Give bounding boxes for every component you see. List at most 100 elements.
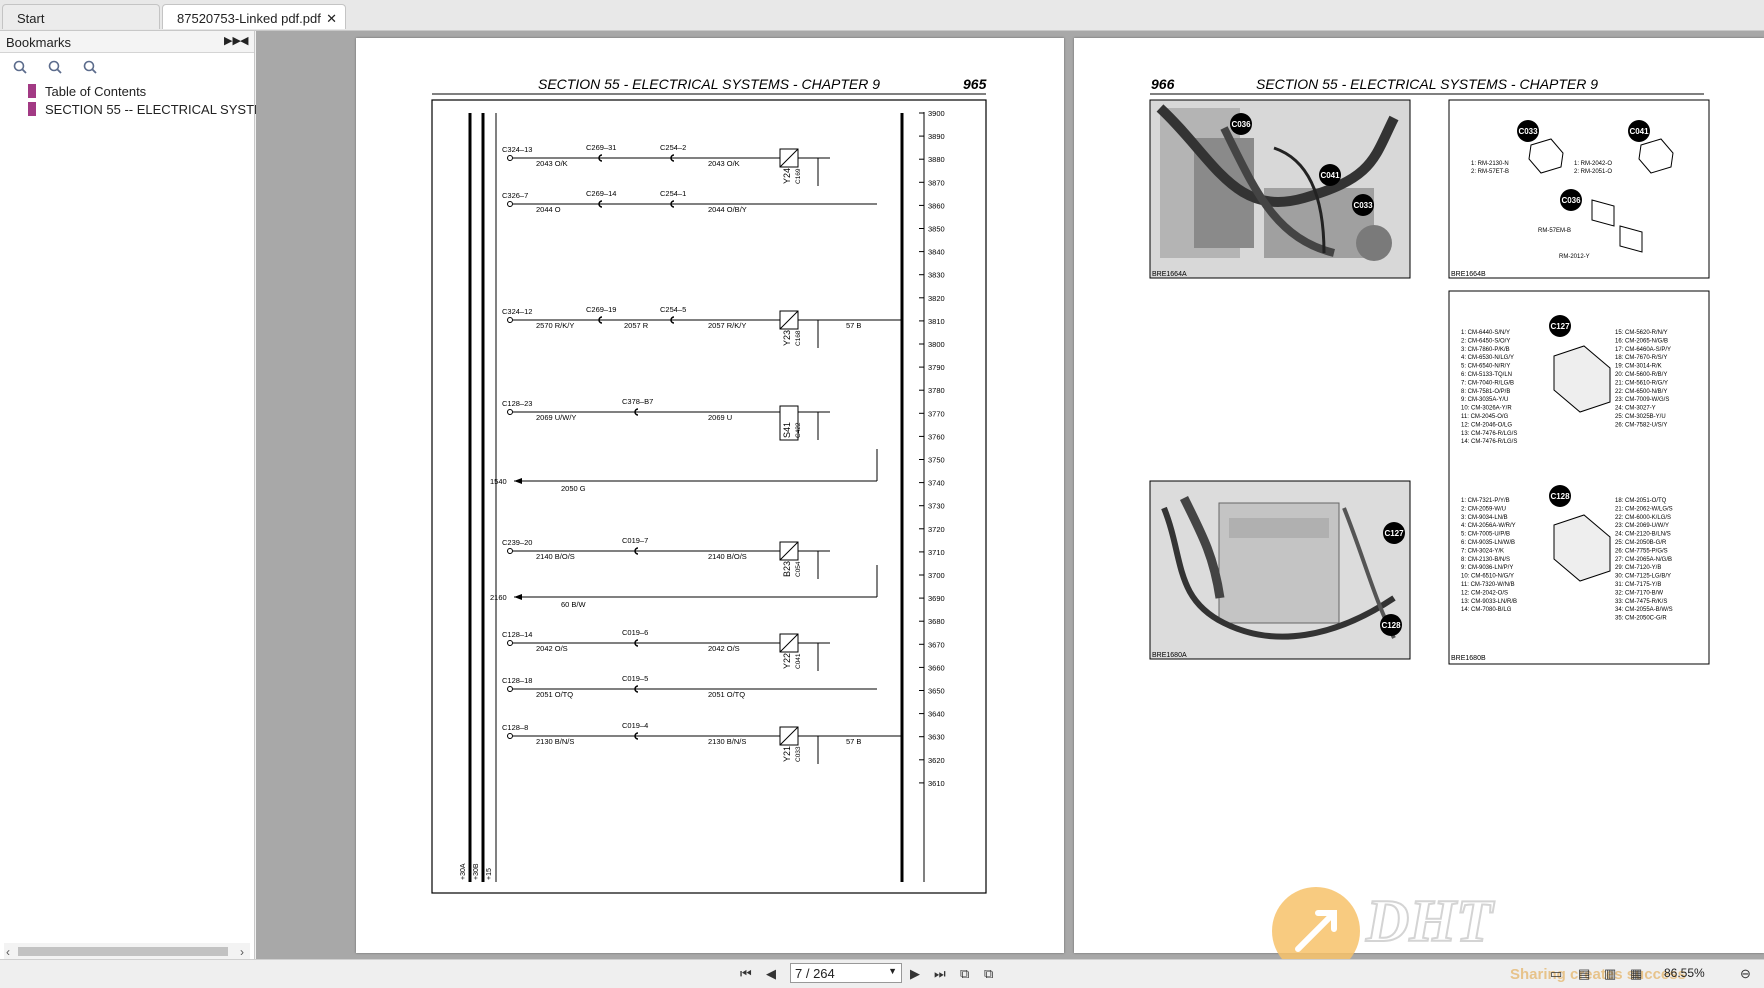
two-page-continuous-icon[interactable]: ▦ [1630, 966, 1643, 981]
first-page-icon[interactable]: ⏮ [740, 966, 752, 981]
connector-id: C254–5 [660, 305, 686, 314]
tab-label: 87520753-Linked pdf.pdf [177, 11, 321, 26]
pin-line: 1: RM-2042-O [1574, 161, 1612, 167]
device-connector: C041 [795, 653, 802, 669]
bookmark-find-icon[interactable] [48, 60, 62, 74]
bus-label: +30A [460, 863, 467, 880]
single-page-view-icon[interactable]: ▭ [1550, 966, 1563, 981]
callout-c036: C036 [1231, 120, 1251, 129]
terminal-icon [507, 201, 513, 207]
wire-label: 60 B/W [561, 600, 587, 609]
scale-label: 3810 [928, 317, 945, 326]
terminal-icon [507, 640, 513, 646]
collapse-panel-icon[interactable]: ◀ [240, 35, 249, 47]
pin-line: 5: CM-6540-N/R/Y [1461, 364, 1510, 370]
callout-c128: C128 [1381, 621, 1401, 630]
wire-source: C324–12 [502, 307, 532, 316]
pin-line: 6: CM-9035-LN/W/B [1461, 540, 1515, 546]
connector-id: C269–14 [586, 189, 616, 198]
scale-label: 3640 [928, 710, 945, 719]
connector-icon [634, 639, 639, 647]
connector-icon [598, 200, 603, 208]
pin-line: 26: CM-7582-U/S/Y [1615, 422, 1667, 428]
zoom-level[interactable]: 86.55% [1664, 966, 1705, 980]
continuous-view-icon[interactable]: ▤ [1578, 966, 1591, 981]
scale-label: 3860 [928, 201, 945, 210]
expand-panel-icon[interactable]: ▶▶ [224, 35, 241, 47]
pin-line: 33: CM-7475-R/K/S [1615, 599, 1667, 605]
close-icon[interactable]: ✕ [326, 11, 337, 26]
wire-label: 2051 O/TQ [536, 690, 573, 699]
document-viewer[interactable]: SECTION 55 - ELECTRICAL SYSTEMS - CHAPTE… [256, 31, 1764, 959]
connector-label: C041 [1629, 127, 1649, 136]
c127-pins-left: 1: CM-6440-S/N/Y2: CM-6450-S/O/Y3: CM-78… [1461, 330, 1517, 445]
wire-label: 2050 G [561, 484, 586, 493]
pin-line: 30: CM-7125-LG/B/Y [1615, 574, 1671, 580]
paste-page-icon[interactable]: ⧉ [984, 966, 994, 981]
pin-line: 12: CM-2042-O/S [1461, 590, 1508, 596]
terminal-icon [507, 155, 513, 161]
pin-line: 23: CM-2069-U/W/Y [1615, 523, 1669, 529]
scale-label: 3630 [928, 733, 945, 742]
device-symbol [779, 405, 799, 441]
pin-line: 9: CM-9036-LN/P/Y [1461, 565, 1513, 571]
chevron-down-icon[interactable]: ▼ [888, 966, 897, 976]
device-symbol-diagonal [779, 541, 799, 561]
device-id: B23 [782, 561, 792, 577]
pin-line: 6: CM-5133-TQ/LN [1461, 372, 1512, 378]
pin-line: 10: CM-6510-N/G/Y [1461, 574, 1514, 580]
pin-line: 29: CM-7120-Y/B [1615, 565, 1661, 571]
connector-id: C378–B7 [622, 397, 653, 406]
page-header: SECTION 55 - ELECTRICAL SYSTEMS - CHAPTE… [538, 76, 880, 92]
copy-page-icon[interactable]: ⧉ [960, 966, 970, 981]
next-page-icon[interactable]: ▶ [910, 966, 920, 981]
device-symbol-diagonal [779, 726, 799, 746]
bookmark-expand-icon[interactable] [13, 60, 27, 74]
device-connector: C054 [795, 561, 802, 577]
last-page-icon[interactable]: ⏭ [934, 966, 946, 981]
bookmark-icon [28, 84, 36, 98]
page-number-field[interactable]: 7 / 264 ▼ [790, 963, 902, 983]
pin-line: 8: CM-2130-B/N/S [1461, 557, 1510, 563]
connector-id: C019–4 [622, 721, 648, 730]
connector-label: C033 [1518, 127, 1538, 136]
zoom-out-icon[interactable]: ⊖ [1740, 966, 1751, 981]
engine-photo-top: BRE1664A C036 C041 C033 [1149, 99, 1411, 279]
pin-line: 4: CM-6530-N/LG/Y [1461, 355, 1514, 361]
device-connector: C422 [795, 422, 802, 438]
scale-label: 3830 [928, 271, 945, 280]
tab-start[interactable]: Start [2, 4, 160, 29]
scale-label: 3700 [928, 571, 945, 580]
previous-page-icon[interactable]: ◀ [766, 966, 776, 981]
tab-document[interactable]: 87520753-Linked pdf.pdf ✕ [162, 4, 346, 29]
connector-id: C269–31 [586, 143, 616, 152]
wire-label: 2051 O/TQ [708, 690, 745, 699]
page-number: 966 [1151, 76, 1175, 92]
wire-source: C128–14 [502, 630, 532, 639]
horizontal-scrollbar[interactable]: ‹ › [4, 943, 250, 959]
device-symbol-diagonal [779, 633, 799, 653]
c127-pins-right: 15: CM-5620-R/N/Y16: CM-2065-N/G/B17: CM… [1615, 330, 1671, 428]
pin-line: 15: CM-5620-R/N/Y [1615, 330, 1668, 336]
two-page-view-icon[interactable]: ▥ [1604, 966, 1617, 981]
wire-source: C128–8 [502, 723, 528, 732]
device-id: S41 [782, 422, 792, 438]
scale-label: 3890 [928, 132, 945, 141]
pin-line: 19: CM-3014-R/K [1615, 364, 1662, 370]
scale-label: 3730 [928, 502, 945, 511]
engine-photo-bottom: C127 C128 BRE1680A [1149, 480, 1411, 660]
scale-label: 3710 [928, 548, 945, 557]
scale-label: 3840 [928, 248, 945, 257]
connector-id: C019–7 [622, 536, 648, 545]
callout-c033: C033 [1353, 201, 1373, 210]
bookmark-add-icon[interactable] [83, 60, 97, 74]
wire-label: 2044 O [536, 205, 561, 214]
pin-line: 22: CM-6000-K/LG/S [1615, 515, 1671, 521]
status-bar: ⏮ ◀ 7 / 264 ▼ ▶ ⏭ ⧉ ⧉ Sharing creates su… [0, 959, 1764, 988]
pin-line: 16: CM-2065-N/G/B [1615, 338, 1668, 344]
connector-id: C019–6 [622, 628, 648, 637]
pin-line: 24: CM-3027-Y [1615, 406, 1656, 412]
